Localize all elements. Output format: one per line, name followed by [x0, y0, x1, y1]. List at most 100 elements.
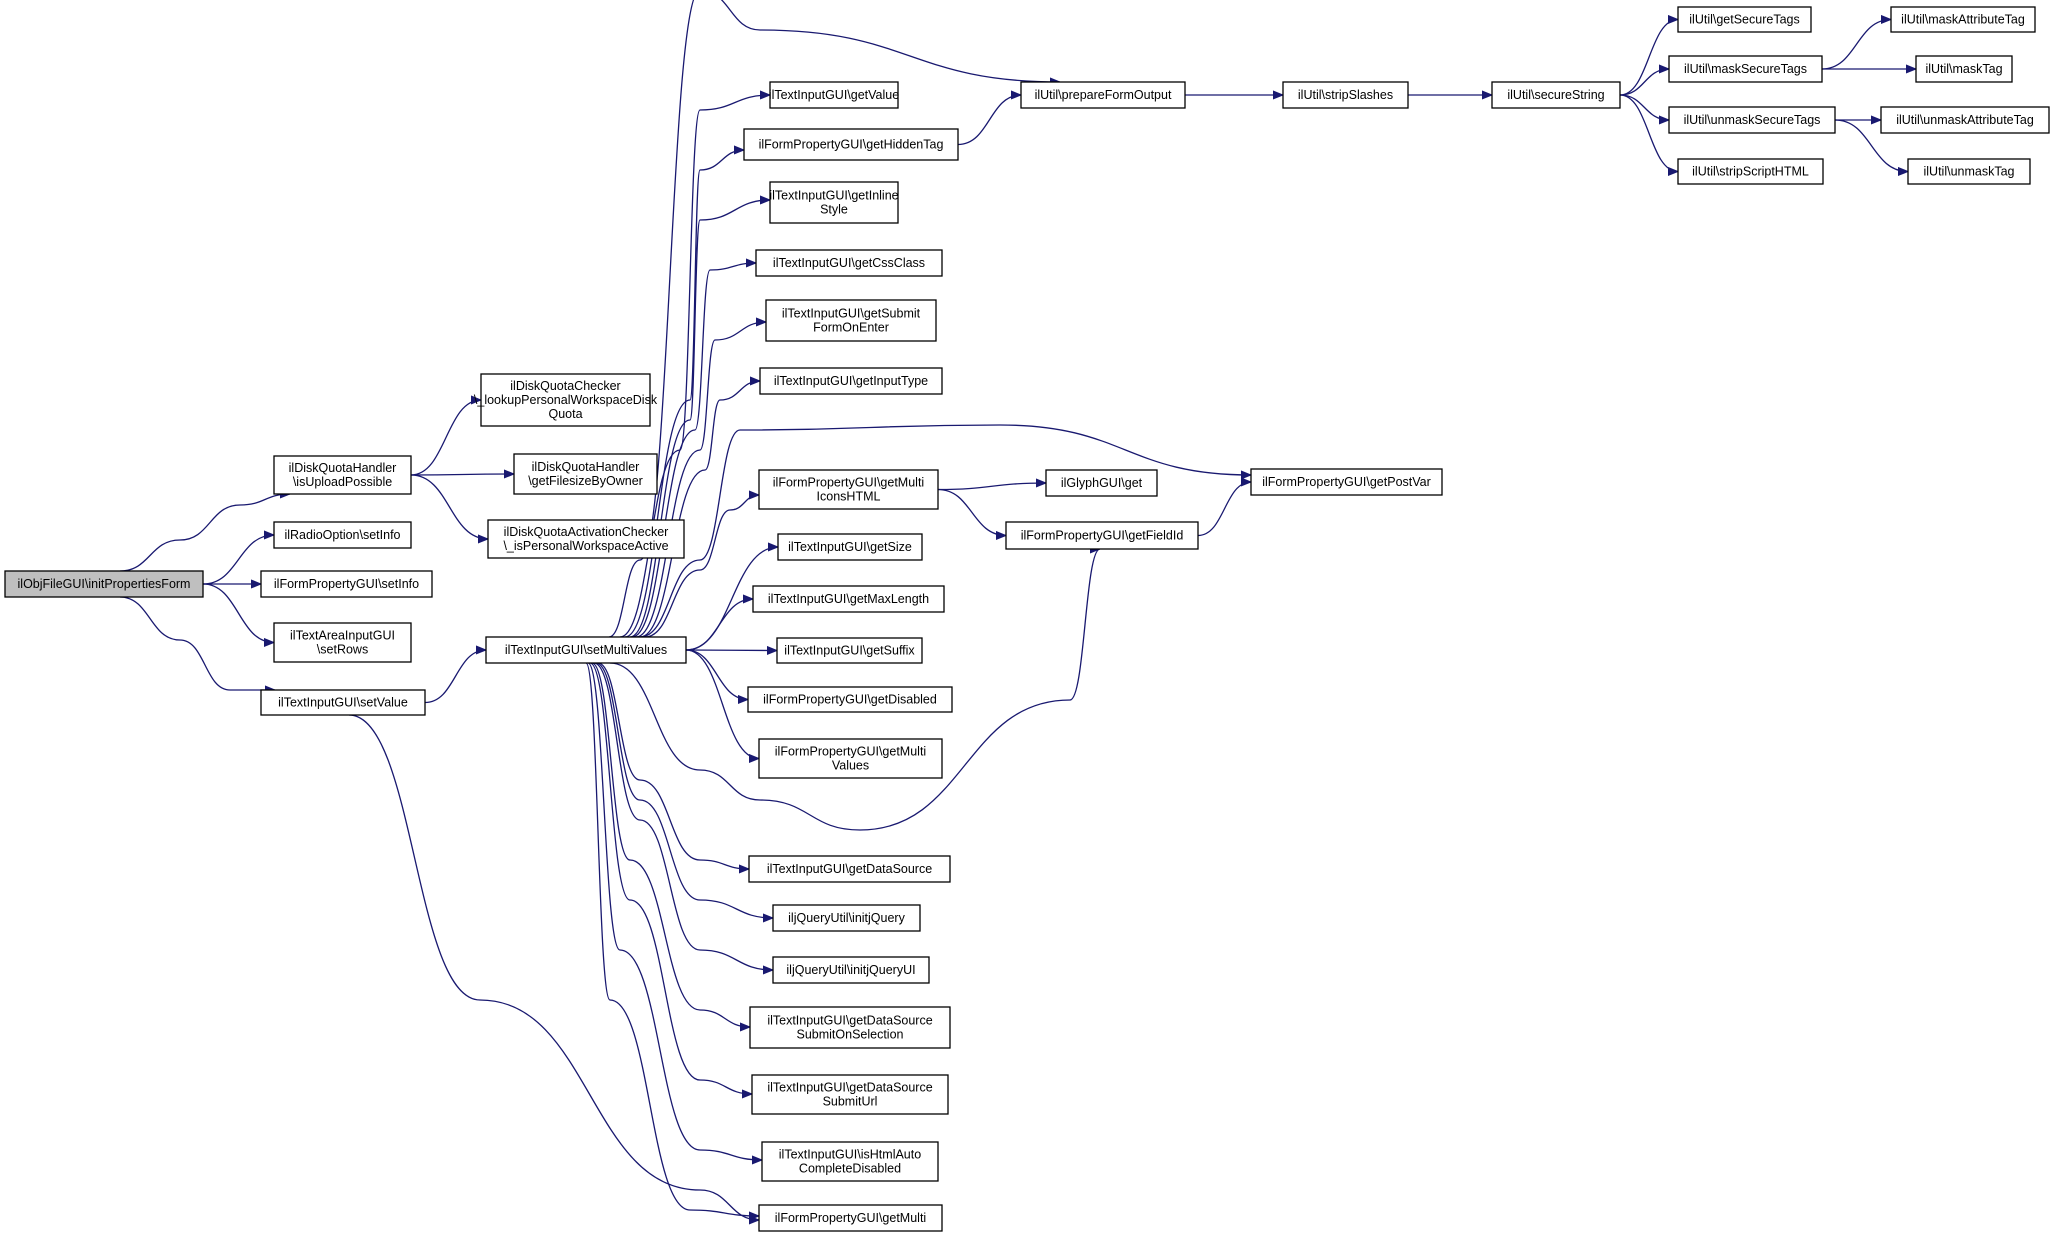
node-box [1880, 106, 2050, 134]
node-box [1282, 81, 1409, 109]
node-n0[interactable]: ilObjFileGUI\initPropertiesForm [4, 570, 204, 598]
node-label: ilGlyphGUI\get [1061, 476, 1143, 490]
node-n4[interactable]: ilTextAreaInputGUI\setRows [273, 622, 412, 663]
node-n35[interactable]: ilUtil\getSecureTags [1677, 6, 1812, 33]
node-n34[interactable]: ilUtil\secureString [1491, 81, 1621, 109]
node-n33[interactable]: ilUtil\stripSlashes [1282, 81, 1409, 109]
node-box [1020, 81, 1186, 109]
node-box [485, 636, 687, 664]
node-n40[interactable]: ilUtil\maskTag [1915, 55, 2013, 83]
edge-n0-to-n5 [119, 596, 275, 690]
node-n6[interactable]: ilDiskQuotaChecker\_lookupPersonalWorksp… [474, 373, 658, 427]
node-label: ilUtil\unmaskTag [1923, 164, 2014, 178]
node-label: ilTextInputGUI\getSubmit [782, 306, 921, 320]
node-label: Style [820, 202, 848, 216]
node-n18[interactable]: ilTextInputGUI\getMaxLength [752, 585, 945, 613]
edge-n9-to-n23 [595, 662, 773, 918]
node-n32[interactable]: ilFormPropertyGUI\getPostVar [1250, 468, 1443, 496]
node-label: iljQueryUtil\initjQuery [788, 911, 905, 925]
node-label: ilFormPropertyGUI\getMulti [773, 475, 924, 489]
node-n5[interactable]: ilTextInputGUI\setValue [260, 689, 426, 716]
node-n29[interactable]: ilUtil\prepareFormOutput [1020, 81, 1186, 109]
node-n37[interactable]: ilUtil\unmaskSecureTags [1668, 106, 1836, 134]
node-label: SubmitOnSelection [796, 1027, 903, 1041]
node-box [273, 455, 412, 495]
node-label: ilTextInputGUI\getMaxLength [768, 592, 929, 606]
edge-n9-to-n27 [587, 662, 762, 1160]
node-label: ilFormPropertyGUI\getPostVar [1262, 475, 1431, 489]
nodes-layer: ilObjFileGUI\initPropertiesForm ilDiskQuo… [4, 6, 2050, 1232]
node-label: ilDiskQuotaHandler [532, 460, 640, 474]
node-box [747, 686, 953, 713]
node-box [776, 637, 923, 664]
node-label: ilFormPropertyGUI\getMulti [775, 1211, 926, 1225]
edge-n37-to-n42 [1834, 119, 1908, 172]
node-box [4, 570, 204, 598]
node-box [1491, 81, 1621, 109]
node-label: ilTextInputGUI\getDataSource [767, 1080, 932, 1094]
edge-n9-to-n13 [631, 263, 756, 638]
node-n28[interactable]: ilFormPropertyGUI\getMulti [758, 1204, 943, 1232]
node-box [480, 373, 651, 427]
node-label: ilFormPropertyGUI\getHiddenTag [759, 137, 944, 151]
node-box [260, 570, 433, 598]
node-label: ilDiskQuotaChecker [510, 379, 620, 393]
node-label: ilUtil\getSecureTags [1689, 12, 1799, 26]
node-label: ilTextInputGUI\setMultiValues [505, 643, 667, 657]
node-label: ilUtil\prepareFormOutput [1035, 88, 1172, 102]
node-box [748, 855, 951, 883]
node-label: FormOnEnter [813, 320, 889, 334]
edges-layer [119, 0, 1916, 1220]
node-n22[interactable]: ilTextInputGUI\getDataSource [748, 855, 951, 883]
node-box [513, 453, 658, 495]
node-box [772, 904, 921, 932]
node-n31[interactable]: ilFormPropertyGUI\getFieldId [1005, 521, 1199, 550]
node-label: \setRows [317, 642, 368, 656]
node-n24[interactable]: iljQueryUtil\initjQueryUI [772, 956, 930, 984]
node-n38[interactable]: ilUtil\stripScriptHTML [1677, 158, 1824, 185]
node-n17[interactable]: ilTextInputGUI\getSize [777, 533, 923, 561]
node-box [1677, 158, 1824, 185]
node-label: ilTextAreaInputGUI [290, 628, 395, 642]
node-n25[interactable]: ilTextInputGUI\getDataSourceSubmitOnSele… [749, 1006, 951, 1049]
node-box [260, 689, 426, 716]
edge-n34-to-n36 [1619, 69, 1670, 96]
node-n39[interactable]: ilUtil\maskAttributeTag [1890, 6, 2036, 33]
node-label: ilTextInputGUI\getInputType [774, 374, 928, 388]
edge-n9-to-n16 [644, 495, 760, 638]
node-label: ilUtil\unmaskAttributeTag [1896, 113, 2034, 127]
node-n13[interactable]: ilTextInputGUI\getCssClass [755, 249, 943, 277]
node-n8[interactable]: ilDiskQuotaActivationChecker\_isPersonal… [487, 519, 685, 559]
edge-n1-to-n7 [410, 474, 514, 475]
node-n41[interactable]: ilUtil\unmaskAttributeTag [1880, 106, 2050, 134]
node-n10[interactable]: ilTextInputGUI\getValue [769, 81, 899, 109]
node-label: ilTextInputGUI\setValue [278, 695, 408, 709]
node-n7[interactable]: ilDiskQuotaHandler\getFilesizeByOwner [513, 453, 658, 495]
node-box [752, 585, 945, 613]
node-n42[interactable]: ilUtil\unmaskTag [1907, 158, 2031, 185]
node-n27[interactable]: ilTextInputGUI\isHtmlAutoCompleteDisable… [761, 1141, 939, 1182]
node-n30[interactable]: ilGlyphGUI\get [1045, 469, 1158, 497]
node-n9[interactable]: ilTextInputGUI\setMultiValues [485, 636, 687, 664]
node-label: ilTextInputGUI\getInline [769, 188, 898, 202]
edge-n9-to-n20 [685, 649, 748, 700]
node-label: ilUtil\maskAttributeTag [1901, 12, 2025, 26]
node-label: CompleteDisabled [799, 1161, 901, 1175]
node-n11[interactable]: ilFormPropertyGUI\getHiddenTag [743, 128, 959, 161]
node-n15[interactable]: ilTextInputGUI\getInputType [759, 367, 943, 395]
node-n1[interactable]: ilDiskQuotaHandler\isUploadPossible [273, 455, 412, 495]
node-n23[interactable]: iljQueryUtil\initjQuery [772, 904, 921, 932]
node-box [769, 81, 899, 109]
node-n20[interactable]: ilFormPropertyGUI\getDisabled [747, 686, 953, 713]
node-n2[interactable]: ilRadioOption\setInfo [273, 521, 412, 549]
edge-n9-to-n25 [591, 662, 750, 1027]
node-n36[interactable]: ilUtil\maskSecureTags [1668, 55, 1823, 83]
node-n3[interactable]: ilFormPropertyGUI\setInfo [260, 570, 433, 598]
node-n19[interactable]: ilTextInputGUI\getSuffix [776, 637, 923, 664]
